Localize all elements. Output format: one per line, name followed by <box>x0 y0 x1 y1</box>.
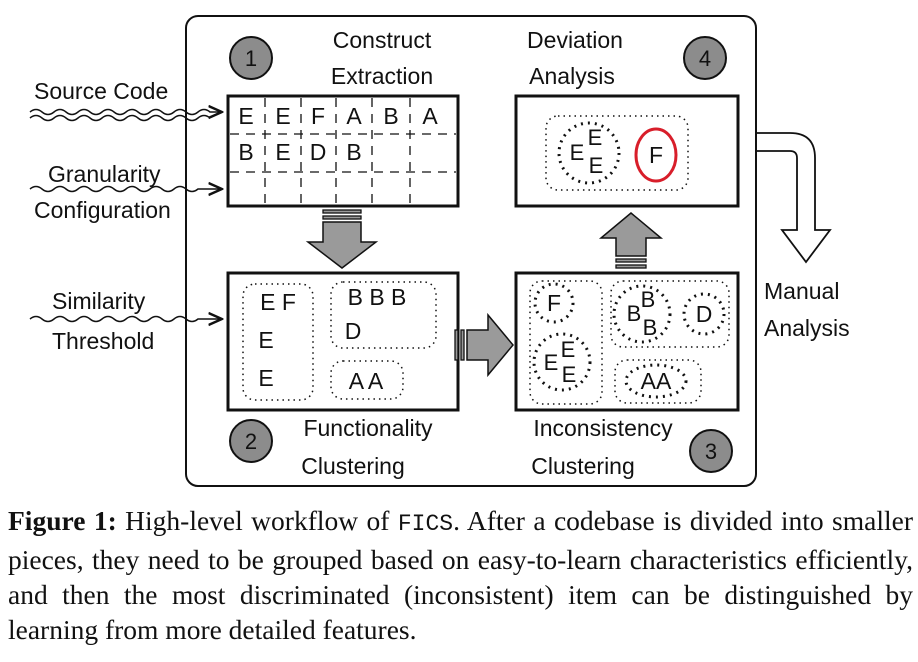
extraction-box <box>226 94 460 208</box>
cluster-item: A A <box>349 368 384 394</box>
cluster-item: E <box>588 125 603 150</box>
inconsistency-group-right-bottom <box>614 359 702 404</box>
step-4-title-line-1: Deviation <box>527 27 623 53</box>
step-1-title-line-2: Extraction <box>331 63 433 89</box>
cluster-item: B <box>627 301 642 326</box>
step-3-title-line-2: Clustering <box>531 453 635 479</box>
cluster-ring-d <box>682 292 726 336</box>
extraction-row-2: B E D B <box>238 139 361 165</box>
step-4-number: 4 <box>699 46 711 71</box>
grid-cell: E <box>275 139 290 165</box>
cluster-group-left <box>242 283 314 401</box>
cluster-item: E <box>570 140 585 165</box>
cluster-item: E F <box>260 289 296 315</box>
inconsistency-clustering-box <box>514 271 740 412</box>
step-2-title-line-2: Clustering <box>301 453 405 479</box>
cluster-item: E <box>562 362 577 387</box>
cluster-ring-b <box>612 284 672 344</box>
caption-label: Figure 1: <box>8 505 117 536</box>
source-code-wavy-arrow <box>29 110 222 115</box>
fics-workflow-diagram: Source Code Granularity Configuration Si… <box>29 15 850 487</box>
deviation-ring-e <box>557 121 621 185</box>
grid-cell: D <box>310 139 327 165</box>
step-3-title-line-1: Inconsistency <box>533 415 673 441</box>
deviation-group <box>545 115 689 191</box>
step-3-badge <box>689 429 733 473</box>
step-2-number: 2 <box>245 429 257 454</box>
cluster-item: E <box>561 337 576 362</box>
extraction-row-1: E E F A B A <box>238 103 438 129</box>
grid-cell: E <box>275 103 290 129</box>
grid-cell: A <box>346 103 362 129</box>
grid-cell: B <box>346 139 361 165</box>
similarity-wavy-arrow <box>29 317 222 322</box>
cluster-item: E <box>258 327 273 353</box>
grid-cell: A <box>422 103 438 129</box>
step-3-number: 3 <box>705 439 717 464</box>
arrow-functionality-to-inconsistency <box>454 312 514 378</box>
step-4-badge <box>683 36 727 80</box>
granularity-wavy-arrow <box>29 187 222 192</box>
grid-cell: B <box>238 139 253 165</box>
caption-text-before: High-level workflow of <box>116 505 398 536</box>
cluster-item: E <box>258 365 273 391</box>
input-threshold-label: Threshold <box>52 328 154 354</box>
cluster-ring-e <box>532 332 592 392</box>
functionality-clustering-box <box>226 271 460 412</box>
cluster-group-top-right <box>330 281 437 349</box>
cluster-item: B <box>641 287 656 312</box>
step-2-title-line-1: Functionality <box>303 415 433 441</box>
inconsistency-group-left <box>529 280 603 405</box>
deviation-analysis-box <box>514 94 740 208</box>
outlier-ring-red <box>634 127 678 183</box>
input-source-code-label: Source Code <box>34 78 168 104</box>
cluster-item: D <box>345 318 362 344</box>
cluster-item: F <box>547 290 561 316</box>
inconsistency-group-right-top <box>610 280 730 348</box>
cluster-ring-a <box>624 363 688 399</box>
extraction-grid-lines <box>230 98 456 204</box>
step-2-badge <box>229 419 273 463</box>
cluster-item: D <box>696 301 713 327</box>
caption-code: FICS <box>397 511 454 537</box>
step-1-badge <box>229 36 273 80</box>
arrow-inconsistency-to-deviation <box>598 212 664 269</box>
step-4-title-line-2: Analysis <box>529 63 615 89</box>
output-label-line-1: Manual <box>764 278 839 304</box>
cluster-item: B B B <box>348 284 407 310</box>
source-code-wavy-line-2 <box>29 114 211 122</box>
arrow-to-manual-analysis <box>757 132 832 264</box>
step-1-title-line-1: Construct <box>333 27 432 53</box>
cluster-item: E <box>589 153 604 178</box>
step-1-number: 1 <box>245 46 257 71</box>
input-configuration-label: Configuration <box>34 197 171 223</box>
grid-cell: E <box>238 103 253 129</box>
output-label-line-2: Analysis <box>764 315 850 341</box>
cluster-item: B <box>643 315 658 340</box>
outlier-item: F <box>649 142 663 168</box>
grid-cell: F <box>311 103 325 129</box>
workflow-frame <box>185 15 757 487</box>
cluster-ring-f <box>533 282 575 324</box>
cluster-item: AA <box>641 368 672 394</box>
caption-text-after: . After a codebase is divided into small… <box>8 505 913 645</box>
cluster-item: E <box>544 350 559 375</box>
input-granularity-label: Granularity <box>48 161 161 187</box>
grid-cell: B <box>383 103 398 129</box>
input-similarity-label: Similarity <box>52 288 146 314</box>
arrow-extraction-to-functionality <box>305 209 379 269</box>
figure-caption: Figure 1: High-level workflow of FICS. A… <box>8 503 913 647</box>
